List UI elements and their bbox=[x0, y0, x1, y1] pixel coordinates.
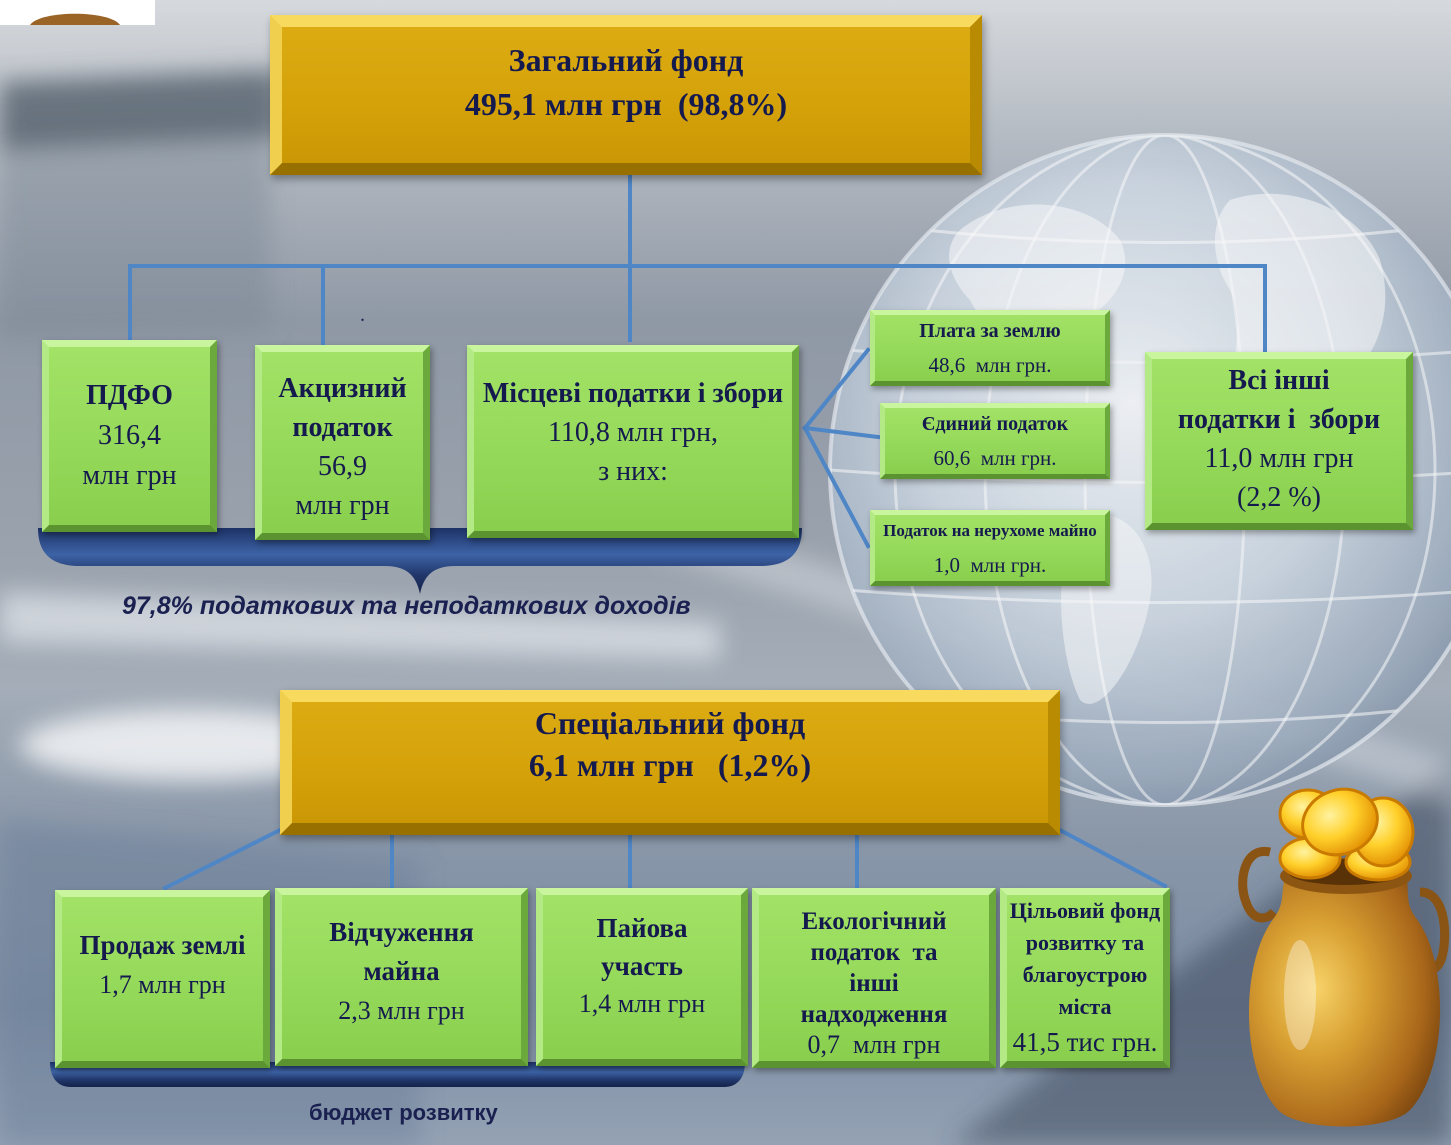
connector-to-land-fee bbox=[802, 347, 871, 431]
special-fund-box: Спеціальний фонд 6,1 млн грн (1,2%) bbox=[280, 690, 1060, 835]
development-budget-brace bbox=[50, 1062, 745, 1087]
other-taxes-title-line-1: Всі інші bbox=[1228, 365, 1330, 396]
equity-participation-title-line-2: участь bbox=[601, 951, 683, 981]
land-fee-title: Плата за землю bbox=[919, 320, 1061, 342]
general-revenue-brace bbox=[38, 528, 802, 594]
local-taxes-box: Місцеві податки і збори 110,8 млн грн, з… bbox=[467, 345, 799, 538]
property-alienation-amount: 2,3 млн грн bbox=[338, 995, 465, 1025]
other-taxes-share: (2,2 %) bbox=[1237, 482, 1321, 513]
local-taxes-title: Місцеві податки і збори bbox=[482, 377, 784, 409]
development-budget-caption: бюджет розвитку bbox=[309, 1100, 498, 1125]
special-fund-title: Спеціальний фонд bbox=[534, 705, 806, 741]
target-fund-title-line-1: Цільовий фонд bbox=[1009, 898, 1161, 923]
excise-unit: млн грн bbox=[295, 489, 390, 521]
property-alienation-title-line-1: Відчуження bbox=[329, 916, 474, 947]
target-fund-box: Цільовий фонд розвитку та благоустрою мі… bbox=[1000, 888, 1170, 1068]
excise-title-line-2: податок bbox=[292, 411, 393, 443]
connector-to-property-tax bbox=[802, 425, 871, 549]
land-sale-title: Продаж землі bbox=[79, 930, 246, 960]
target-fund-title-line-2: розвитку та bbox=[1025, 930, 1145, 955]
property-tax-amount: 1,0 млн грн. bbox=[933, 553, 1047, 577]
property-alienation-box: Відчуження майна 2,3 млн грн bbox=[275, 888, 528, 1066]
property-tax-box: Податок на нерухоме майно 1,0 млн грн. bbox=[870, 510, 1110, 586]
pdfo-box: ПДФО 316,4 млн грн bbox=[42, 340, 217, 532]
other-taxes-amount: 11,0 млн грн bbox=[1204, 443, 1354, 474]
target-fund-amount: 41,5 тис грн. bbox=[1012, 1027, 1158, 1057]
ecological-tax-title-line-4: надходження bbox=[800, 1001, 948, 1028]
single-tax-title: Єдиний податок bbox=[921, 413, 1069, 435]
gold-coin-pot-image bbox=[1238, 787, 1450, 1127]
target-fund-title-line-3: благоустрою bbox=[1022, 962, 1148, 987]
ecological-tax-amount: 0,7 млн грн bbox=[807, 1030, 941, 1059]
equity-participation-box: Пайова участь 1,4 млн грн bbox=[536, 888, 748, 1066]
target-fund-title-line-4: міста bbox=[1058, 994, 1112, 1019]
connector-to-land-sale bbox=[162, 826, 285, 891]
other-taxes-box: Всі інші податки і збори 11,0 млн грн (2… bbox=[1145, 352, 1413, 530]
pdfo-amount: 316,4 bbox=[98, 420, 161, 451]
pdfo-title: ПДФО bbox=[86, 380, 173, 411]
corner-image-fragment bbox=[0, 0, 155, 25]
land-sale-box: Продаж землі 1,7 млн грн bbox=[55, 890, 270, 1068]
land-fee-amount: 48,6 млн грн. bbox=[928, 353, 1052, 377]
single-tax-amount: 60,6 млн грн. bbox=[933, 446, 1057, 470]
other-taxes-title-line-2: податки і збори bbox=[1177, 404, 1381, 435]
general-fund-box: Загальний фонд 495,1 млн грн (98,8%) bbox=[270, 15, 982, 175]
equity-participation-title-line-1: Пайова bbox=[596, 913, 688, 943]
single-tax-box: Єдиний податок 60,6 млн грн. bbox=[880, 403, 1110, 479]
ecological-tax-title-line-3: інші bbox=[849, 970, 899, 997]
ecological-tax-box: Екологічний податок та інші надходження … bbox=[752, 888, 996, 1068]
excise-tax-box: Акцизний податок 56,9 млн грн bbox=[255, 345, 430, 540]
connector-to-single-tax bbox=[802, 425, 881, 440]
local-taxes-amount: 110,8 млн грн, bbox=[547, 416, 719, 448]
property-alienation-title-line-2: майна bbox=[363, 955, 440, 986]
local-taxes-note: з них: bbox=[598, 455, 668, 487]
general-fund-amount: 495,1 млн грн (98,8%) bbox=[464, 86, 788, 122]
excise-amount: 56,9 bbox=[318, 450, 367, 482]
land-fee-box: Плата за землю 48,6 млн грн. bbox=[870, 310, 1110, 386]
general-fund-title: Загальний фонд bbox=[508, 42, 744, 78]
special-fund-amount: 6,1 млн грн (1,2%) bbox=[528, 747, 812, 783]
ecological-tax-title-line-1: Екологічний bbox=[801, 908, 947, 935]
connector-to-target-fund bbox=[1055, 826, 1168, 889]
stray-dot: . bbox=[360, 304, 365, 326]
land-sale-amount: 1,7 млн грн bbox=[99, 970, 226, 999]
pdfo-unit: млн грн bbox=[82, 460, 177, 491]
excise-title-line-1: Акцизний bbox=[278, 372, 407, 404]
property-tax-title: Податок на нерухоме майно bbox=[883, 521, 1097, 540]
general-revenue-caption: 97,8% податкових та неподаткових доходів bbox=[122, 592, 691, 620]
equity-participation-amount: 1,4 млн грн bbox=[578, 989, 706, 1018]
ecological-tax-title-line-2: податок та bbox=[810, 939, 938, 966]
